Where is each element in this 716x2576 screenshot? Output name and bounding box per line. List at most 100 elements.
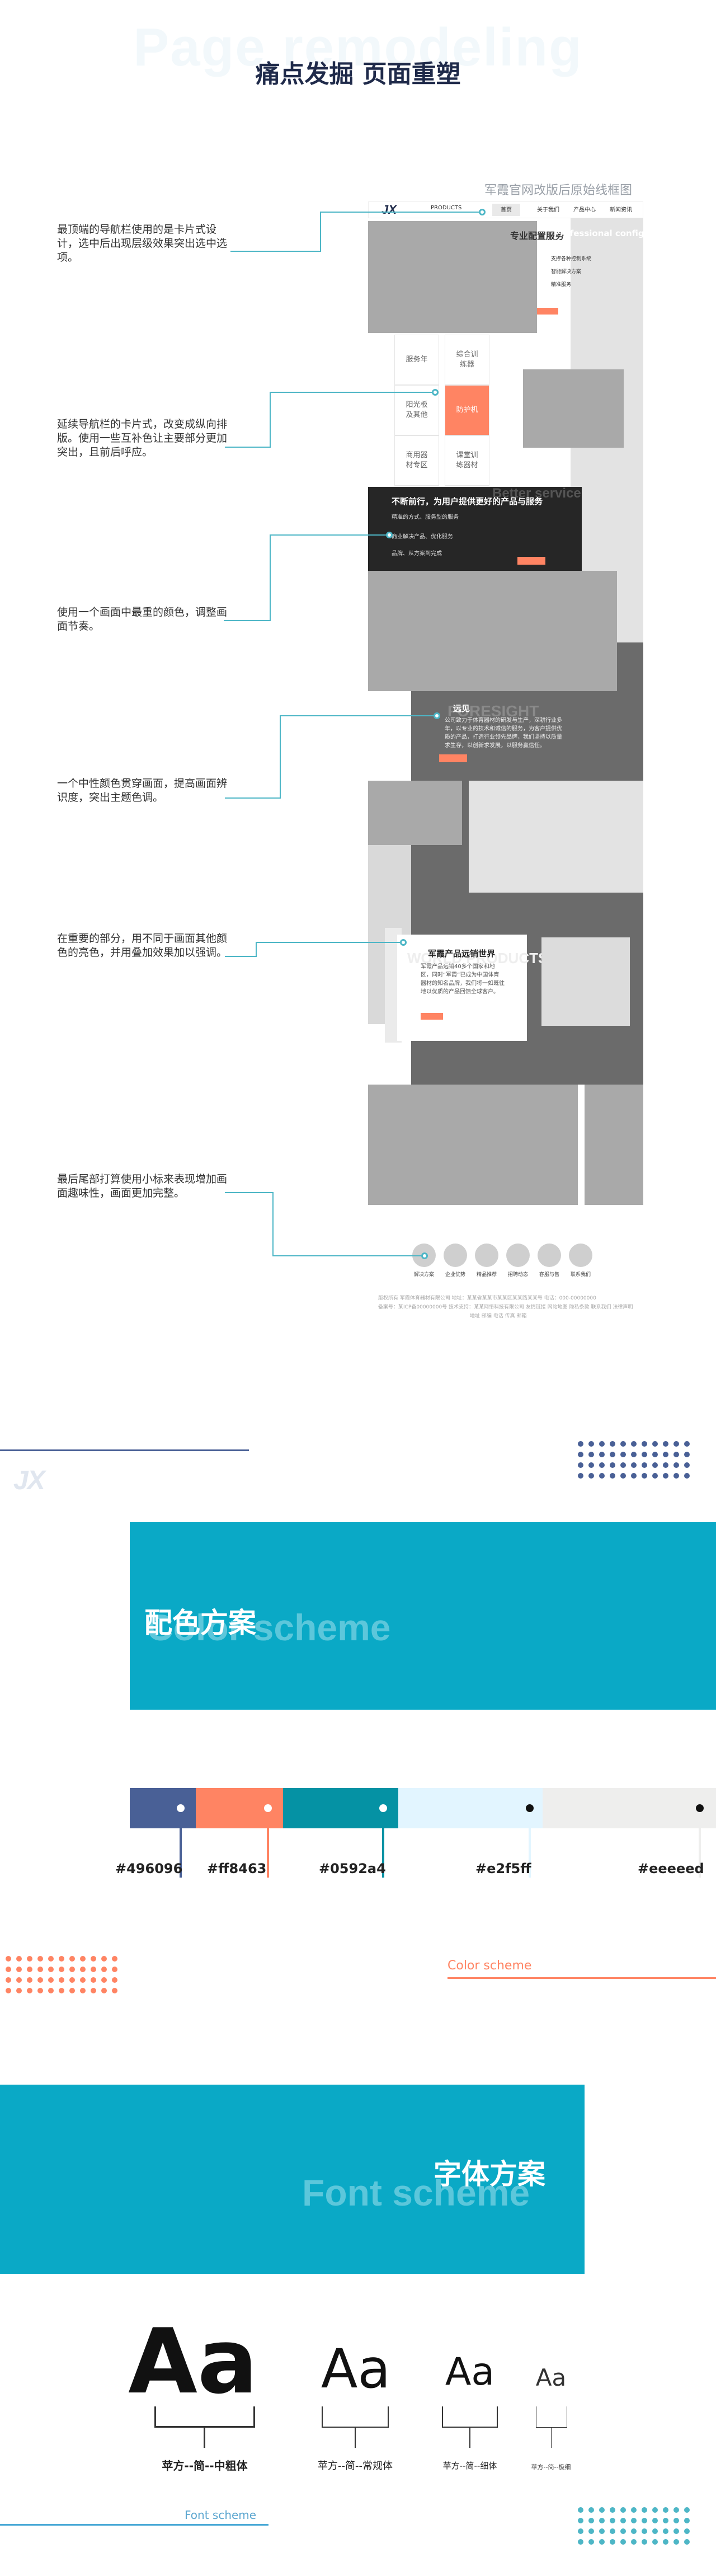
dot-icon	[684, 1462, 690, 1468]
wire-logo: JX	[381, 203, 397, 217]
wire-banner-bullet: 精准服务	[551, 282, 572, 288]
font-sample-bold: Aa	[128, 2309, 258, 2414]
dot-icon	[652, 2518, 658, 2523]
dot-icon	[588, 1452, 594, 1457]
dot-icon	[652, 1441, 658, 1447]
swatch-label: #496096	[115, 1861, 183, 1876]
wire-icon[interactable]	[444, 1244, 467, 1267]
dot-icon	[652, 1473, 658, 1479]
dot-icon	[599, 1473, 605, 1479]
connector-line	[280, 715, 281, 799]
swatch-0592a4	[283, 1788, 398, 1828]
orange-divider	[447, 1977, 716, 1979]
dot-icon	[610, 1452, 615, 1457]
wire-card[interactable]: 综合训练器	[445, 335, 489, 385]
annotation-6: 最后尾部打算使用小标来表现增加画面趣味性，画面更加完整。	[57, 1173, 228, 1199]
color-scheme-caption: Color scheme	[447, 1959, 532, 1973]
dot-icon	[59, 1977, 64, 1983]
wire-icon[interactable]	[506, 1244, 530, 1267]
wire-card[interactable]: 阳光板及其他	[394, 385, 439, 435]
dot-icon	[631, 1452, 637, 1457]
wire-icon[interactable]	[569, 1244, 592, 1267]
wire-mid-button[interactable]	[439, 754, 467, 762]
dot-icon	[578, 2539, 583, 2545]
dot-icon	[673, 2507, 679, 2513]
dot-icon	[663, 2539, 668, 2545]
dot-icon	[663, 2518, 668, 2523]
dot-icon	[663, 1462, 668, 1468]
swatch-e2f5ff	[398, 1788, 543, 1828]
dot-icon	[16, 1956, 22, 1962]
wire-nav-home[interactable]: 首页	[501, 207, 512, 213]
brand-logo: JX	[13, 1466, 45, 1495]
dot-icon	[91, 1977, 96, 1983]
dot-icon	[588, 1441, 594, 1447]
dot-icon	[610, 2518, 615, 2523]
dot-grid-pattern	[578, 2507, 690, 2545]
dot-icon	[610, 1441, 615, 1447]
circle-marker-icon	[479, 209, 486, 215]
dot-icon	[663, 1473, 668, 1479]
dot-icon	[48, 1967, 54, 1972]
wire-banner-button[interactable]	[537, 308, 558, 315]
annotation-1: 最顶端的导航栏使用的是卡片式设计，选中后出现层级效果突出选中选项。	[57, 223, 228, 264]
connector-line	[230, 251, 320, 252]
wire-nav-active-card	[492, 204, 520, 216]
wire-card[interactable]: 课堂训练器材	[445, 435, 489, 486]
dot-icon	[642, 2528, 647, 2534]
dot-icon	[663, 1441, 668, 1447]
dot-icon	[588, 2528, 594, 2534]
connector-line	[225, 797, 280, 799]
dot-grid-pattern	[6, 1956, 117, 1993]
color-scheme-title: 配色方案	[144, 1607, 256, 1639]
wire-card-button[interactable]	[421, 1013, 443, 1020]
wire-card[interactable]: 服务年	[394, 335, 439, 385]
wire-nav-products-center[interactable]: 产品中心	[573, 207, 596, 213]
wire-card[interactable]: 商用器材专区	[394, 435, 439, 486]
dot-icon	[620, 2528, 626, 2534]
dot-icon	[642, 2507, 647, 2513]
connector-line	[272, 1192, 274, 1255]
wire-nav-about[interactable]: 关于我们	[537, 207, 559, 213]
dot-icon	[69, 1977, 75, 1983]
connector-line	[270, 534, 271, 621]
wire-icon[interactable]	[538, 1244, 561, 1267]
swatch-label: #eeeeed	[638, 1861, 704, 1876]
wire-light-panel	[469, 781, 643, 893]
annotation-2: 延续导航栏的卡片式，改变成纵向排版。使用一些互补色让主要部分更加突出，且前后呼应…	[57, 418, 228, 458]
wire-icon[interactable]	[475, 1244, 498, 1267]
wire-small-image	[368, 781, 462, 845]
dot-icon	[91, 1967, 96, 1972]
dot-icon	[631, 2518, 637, 2523]
font-label: 苹方--简--常规体	[318, 2460, 393, 2472]
connector-line	[225, 956, 256, 957]
wire-nav-news[interactable]: 新闻资讯	[610, 207, 632, 213]
dot-icon	[69, 1956, 75, 1962]
dot-icon	[652, 2507, 658, 2513]
dot-icon	[588, 1473, 594, 1479]
dot-icon	[6, 1977, 11, 1983]
wire-large-image	[368, 571, 617, 691]
font-scheme-caption: Font scheme	[185, 2508, 257, 2522]
wire-dark-bg-text: Better service	[492, 486, 581, 501]
wire-icon-label: 联系我们	[570, 1272, 591, 1278]
dot-icon	[37, 1988, 43, 1993]
dot-icon	[631, 2528, 637, 2534]
font-bracket	[154, 2406, 255, 2428]
dot-icon	[588, 1462, 594, 1468]
font-bracket	[442, 2406, 498, 2428]
swatch-tick	[267, 1828, 269, 1878]
dot-icon	[101, 1988, 107, 1993]
wire-banner-title: 专业配置服务	[510, 231, 564, 241]
annotation-5: 在重要的部分，用不同于画面其他颜色的亮色，并用叠加效果加以强调。	[57, 932, 228, 959]
wire-card-highlight[interactable]: 防护机	[445, 385, 489, 435]
wire-dark-button[interactable]	[517, 557, 545, 565]
font-label: 苹方--简--细体	[442, 2461, 497, 2471]
wire-nav-products[interactable]: PRODUCTS	[431, 205, 462, 211]
dot-icon	[631, 1462, 637, 1468]
dot-icon	[578, 2518, 583, 2523]
dot-icon	[101, 1977, 107, 1983]
circle-marker-icon	[434, 712, 440, 719]
dot-icon	[620, 1452, 626, 1457]
dot-icon	[578, 2507, 583, 2513]
